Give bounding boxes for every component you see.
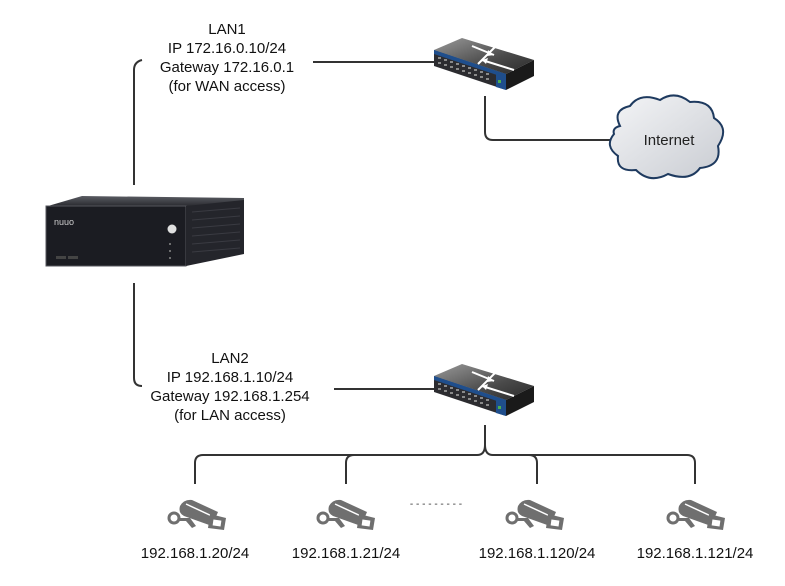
connection-lines	[133, 59, 696, 484]
lan2-purpose: (for LAN access)	[174, 407, 286, 424]
camera-1-icon	[167, 498, 228, 532]
lan2-gateway: Gateway 192.168.1.254	[150, 388, 310, 405]
nvr-brand-logo: nuuo	[54, 217, 74, 227]
lan2-ip: IP 192.168.1.10/24	[166, 369, 294, 386]
lan1-gateway: Gateway 172.16.0.1	[159, 59, 295, 76]
lan1-link	[133, 59, 143, 185]
camera-bus-link	[194, 425, 486, 484]
lan2-info: LAN2 IP 192.168.1.10/24 Gateway 192.168.…	[115, 349, 345, 425]
internet-cloud-icon: Internet	[608, 94, 725, 180]
internet-label: Internet	[644, 132, 696, 149]
camera-2-icon	[316, 498, 377, 532]
lan1-ip: IP 172.16.0.10/24	[167, 40, 287, 57]
lan1-name: LAN1	[208, 21, 246, 38]
lan1-purpose: (for WAN access)	[168, 78, 286, 95]
lan2-link	[133, 283, 143, 387]
lan2-name: LAN2	[211, 350, 249, 367]
nvr-server-icon: nuuo	[45, 196, 244, 267]
camera-ellipsis: - - - - - - - - -	[410, 499, 462, 510]
lan-switch-icon	[433, 363, 535, 417]
camera-3-icon	[505, 498, 566, 532]
camera-3-ip: 192.168.1.120/24	[478, 545, 596, 562]
camera-4-ip: 192.168.1.121/24	[636, 545, 754, 562]
lan1-info: LAN1 IP 172.16.0.10/24 Gateway 172.16.0.…	[112, 20, 342, 96]
camera-2-ip: 192.168.1.21/24	[291, 545, 401, 562]
wan-switch-icon	[433, 37, 535, 91]
switch-to-internet-link	[484, 96, 612, 141]
camera-4-icon	[666, 498, 727, 532]
camera-1-ip: 192.168.1.20/24	[140, 545, 250, 562]
